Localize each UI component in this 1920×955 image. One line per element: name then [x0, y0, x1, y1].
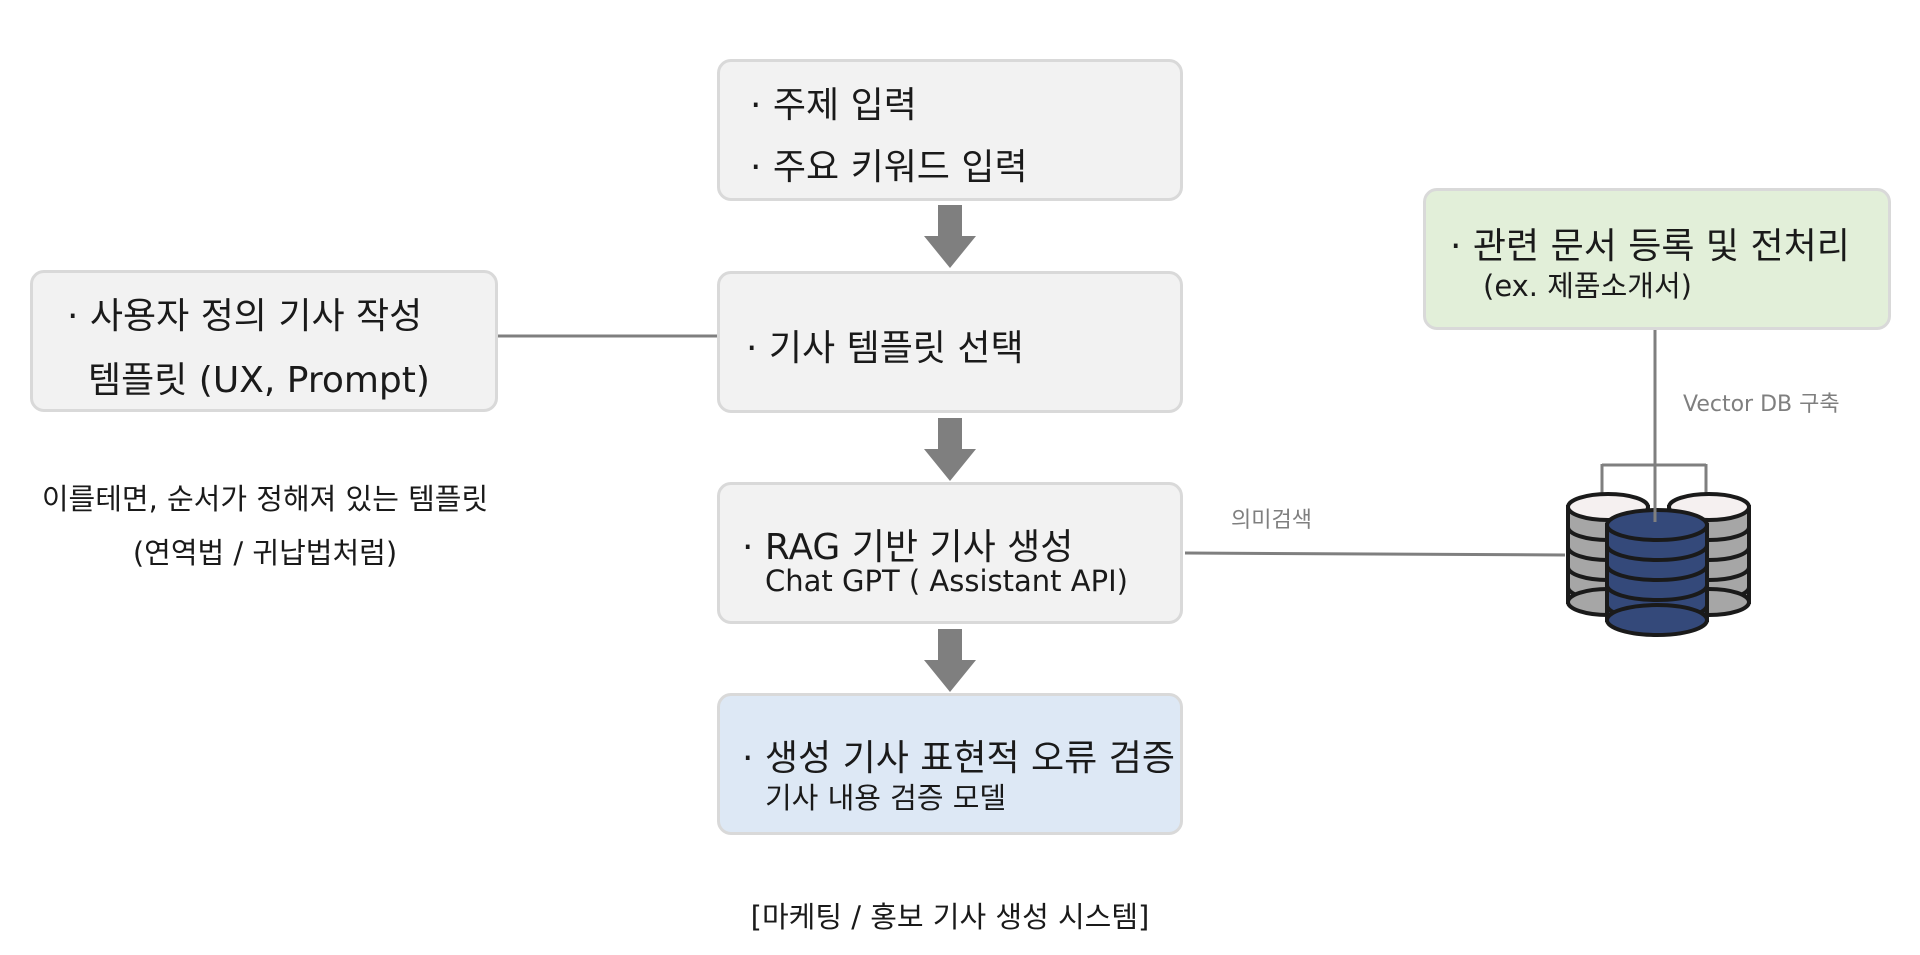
- rag-generation-title: · RAG 기반 기사 생성: [742, 527, 1074, 568]
- custom-template-box: · 사용자 정의 기사 작성 템플릿 (UX, Prompt): [30, 270, 498, 412]
- document-registration-title: · 관련 문서 등록 및 전처리: [1450, 226, 1850, 267]
- document-registration-box: · 관련 문서 등록 및 전처리 (ex. 제품소개서): [1423, 188, 1891, 330]
- arrow-down-1: [924, 205, 976, 268]
- topic-input-label: · 주제 입력: [750, 85, 917, 126]
- connector-semantic-search: [1184, 551, 1566, 557]
- keyword-input-label: · 주요 키워드 입력: [750, 147, 1028, 188]
- template-select-box: · 기사 템플릿 선택: [717, 271, 1183, 413]
- topic-input-box: · 주제 입력 · 주요 키워드 입력: [717, 59, 1183, 201]
- diagram-caption: [마케팅 / 홍보 기사 생성 시스템]: [750, 900, 1150, 934]
- vector-db-label: Vector DB 구축: [1683, 392, 1840, 417]
- custom-template-line-1: · 사용자 정의 기사 작성: [67, 296, 423, 337]
- verification-subtitle: 기사 내용 검증 모델: [765, 781, 1007, 815]
- template-note-line-2: (연역법 / 귀납법처럼): [132, 536, 398, 570]
- template-select-label: · 기사 템플릿 선택: [746, 328, 1024, 369]
- custom-template-line-2: 템플릿 (UX, Prompt): [88, 360, 430, 401]
- verification-box: · 생성 기사 표현적 오류 검증 기사 내용 검증 모델: [717, 693, 1183, 835]
- document-registration-subtitle: (ex. 제품소개서): [1483, 269, 1692, 303]
- rag-generation-box: · RAG 기반 기사 생성 Chat GPT ( Assistant API): [717, 482, 1183, 624]
- semantic-search-label: 의미검색: [1231, 508, 1312, 533]
- rag-generation-subtitle: Chat GPT ( Assistant API): [765, 564, 1128, 598]
- arrow-down-2: [924, 418, 976, 481]
- template-note-line-1: 이를테면, 순서가 정해져 있는 템플릿: [41, 482, 489, 516]
- verification-title: · 생성 기사 표현적 오류 검증: [742, 738, 1175, 779]
- arrow-down-3: [924, 629, 976, 692]
